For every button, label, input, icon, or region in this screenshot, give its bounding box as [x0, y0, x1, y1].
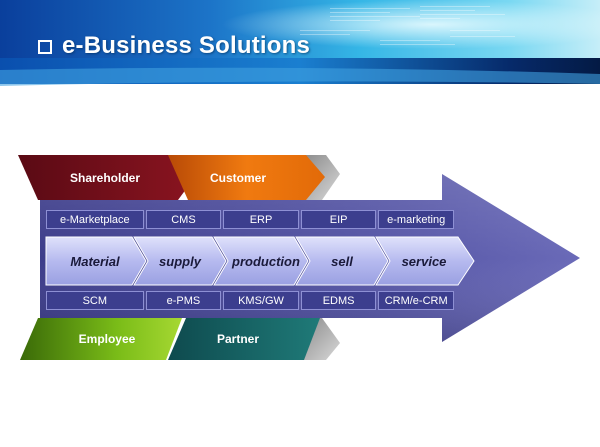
systems-top-row: e-Marketplace CMS ERP EIP e-marketing — [46, 210, 454, 229]
system-cell: SCM — [46, 291, 144, 310]
system-cell: e-marketing — [378, 210, 454, 229]
employee-tab — [20, 318, 182, 360]
process-label-sell: sell — [331, 254, 353, 269]
process-label-service: service — [401, 254, 447, 269]
customer-label: Customer — [209, 171, 266, 185]
system-cell: e-Marketplace — [46, 210, 144, 229]
process-label-production: production — [232, 254, 300, 269]
header-background — [0, 0, 600, 120]
title-row: e-Business Solutions — [38, 32, 310, 60]
chevron-material — [45, 236, 147, 286]
system-cell: CRM/e-CRM — [378, 291, 454, 310]
partner-tab — [168, 318, 320, 360]
system-cell: e-PMS — [145, 291, 222, 310]
chevron-service — [375, 236, 475, 286]
system-cell: EIP — [300, 210, 377, 229]
page-title: e-Business Solutions — [62, 32, 311, 59]
systems-bottom-row: SCM e-PMS KMS/GW EDMS CRM/e-CRM — [46, 291, 454, 310]
bullet-checkbox-icon — [38, 40, 52, 54]
process-label-material: Material — [70, 254, 120, 269]
employee-label: Employee — [78, 332, 136, 346]
system-cell: KMS/GW — [223, 291, 299, 310]
system-cell: ERP — [223, 210, 299, 229]
chevron-production — [213, 236, 309, 286]
customer-tab — [168, 155, 325, 200]
system-cell: CMS — [145, 210, 222, 229]
partner-label: Partner — [216, 332, 260, 346]
shareholder-label: Shareholder — [69, 171, 141, 185]
chevron-supply — [133, 236, 227, 286]
shareholder-tab — [18, 155, 195, 200]
chevron-sell — [295, 236, 389, 286]
header-banner: e-Business Solutions — [0, 0, 600, 120]
process-label-supply: supply — [159, 254, 201, 269]
system-cell: EDMS — [300, 291, 377, 310]
